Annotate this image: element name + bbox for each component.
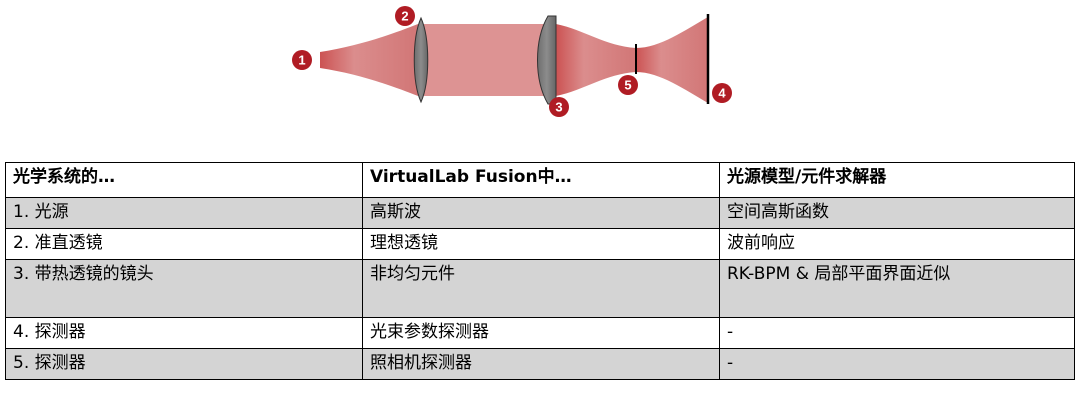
optical-system-svg: 1 2 3 4 5	[292, 6, 732, 117]
table-row: 5. 探测器 照相机探测器 -	[5, 348, 1075, 380]
table-cell: 1. 光源	[5, 197, 363, 229]
table-cell: 3. 带热透镜的镜头	[5, 259, 363, 318]
thermal-lens	[537, 15, 557, 105]
marker-5: 5	[618, 75, 638, 95]
beam-expanding-section	[636, 17, 708, 103]
marker-2-label: 2	[401, 9, 408, 24]
header-virtuallab: VirtualLab Fusion中…	[362, 162, 720, 198]
table-cell: 4. 探测器	[5, 317, 363, 349]
table-cell: 光束参数探测器	[362, 317, 720, 349]
component-mapping-table: 光学系统的… VirtualLab Fusion中… 光源模型/元件求解器 1.…	[5, 162, 1075, 380]
marker-5-label: 5	[624, 78, 631, 93]
table-cell: 非均匀元件	[362, 259, 720, 318]
beam-diverging-section	[320, 24, 418, 96]
table-cell: 波前响应	[719, 228, 1075, 260]
table-cell: 5. 探测器	[5, 348, 363, 380]
marker-2: 2	[395, 6, 415, 26]
header-solver: 光源模型/元件求解器	[719, 162, 1075, 198]
table-cell: 高斯波	[362, 197, 720, 229]
table-cell: -	[719, 348, 1075, 380]
table-cell: -	[719, 317, 1075, 349]
optical-system-diagram: 1 2 3 4 5	[0, 0, 1080, 160]
beam-focusing-section	[556, 24, 636, 96]
table-cell: RK-BPM & 局部平面界面近似	[719, 259, 1075, 318]
table-cell: 2. 准直透镜	[5, 228, 363, 260]
marker-4: 4	[712, 83, 732, 103]
marker-3-label: 3	[555, 100, 562, 115]
collimating-lens	[413, 16, 429, 104]
table-cell: 理想透镜	[362, 228, 720, 260]
table-row: 2. 准直透镜 理想透镜 波前响应	[5, 228, 1075, 260]
component-mapping-table-wrapper: 光学系统的… VirtualLab Fusion中… 光源模型/元件求解器 1.…	[5, 162, 1075, 380]
table-header-row: 光学系统的… VirtualLab Fusion中… 光源模型/元件求解器	[5, 162, 1075, 198]
marker-3: 3	[549, 97, 569, 117]
marker-4-label: 4	[718, 86, 726, 101]
table-row: 1. 光源 高斯波 空间高斯函数	[5, 197, 1075, 229]
marker-1: 1	[292, 50, 312, 70]
table-cell: 照相机探测器	[362, 348, 720, 380]
header-optical-system: 光学系统的…	[5, 162, 363, 198]
table-cell: 空间高斯函数	[719, 197, 1075, 229]
marker-1-label: 1	[298, 53, 305, 68]
table-row: 4. 探测器 光束参数探测器 -	[5, 317, 1075, 349]
table-row: 3. 带热透镜的镜头 非均匀元件 RK-BPM & 局部平面界面近似	[5, 259, 1075, 318]
beam-collimated-section	[424, 24, 544, 96]
